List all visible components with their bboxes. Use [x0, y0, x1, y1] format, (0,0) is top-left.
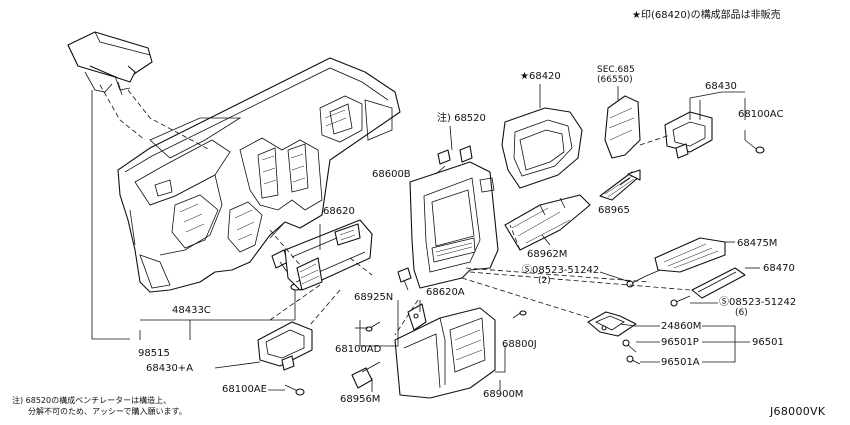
label-68900m: 68900M [483, 389, 524, 400]
screw-08523-lower-part [670, 295, 691, 307]
footer-note-line2: 分解不可のため、アッシーで購入願います。 [28, 407, 187, 416]
screw-08523-upper-part [626, 269, 661, 288]
screw-68800j-part [512, 310, 527, 319]
label-68962m: 68962M [527, 249, 568, 260]
projection-lines [99, 84, 691, 336]
label-96501a: 96501A [661, 357, 700, 368]
label-68965: 68965 [598, 205, 630, 216]
label-68430a: 68430+A [146, 363, 194, 374]
label-08523-lower: Ⓢ08523-51242 [719, 297, 797, 308]
label-96501: 96501 [752, 337, 784, 348]
label-08523-lower-qty: (6) [735, 308, 748, 318]
label-68600b: 68600B [372, 169, 411, 180]
panel-66550-part [604, 95, 641, 159]
footer-note-line1: 注) 68520の構成ベンチレーターは構造上、 [12, 396, 172, 405]
clip-24860m-part [587, 311, 637, 337]
cluster-lid-68620-part [284, 219, 373, 291]
center-bezel-68520-part [409, 145, 499, 289]
diagram-code: J68000VK [770, 405, 826, 418]
label-68420: ★68420 [520, 71, 561, 82]
lower-panel-68900m-part [394, 307, 496, 399]
header-note: ★印(68420)の構成部品は非販売 [632, 10, 781, 21]
label-48433c: 48433C [172, 305, 211, 316]
label-68620: 68620 [323, 206, 355, 217]
label-68475m: 68475M [737, 238, 778, 249]
airbag-module-part [67, 31, 153, 96]
label-68925n: 68925N [354, 292, 394, 303]
label-66550: (66550) [597, 75, 633, 85]
label-68470: 68470 [763, 263, 795, 274]
bolt-68620-part [397, 267, 412, 291]
screw-96501a-part [626, 355, 641, 365]
screw-96501p-part [622, 339, 637, 353]
label-08523-upper-qty: (2) [538, 276, 551, 286]
label-68520: 注) 68520 [437, 113, 486, 124]
bracket-68620a-part [407, 303, 427, 331]
label-68800j: 68800J [502, 339, 537, 350]
label-68100ac: 68100AC [738, 109, 784, 120]
label-08523-upper-text: 08523-51242 [532, 265, 600, 276]
label-96501p: 96501P [661, 337, 699, 348]
label-08523-upper: Ⓢ08523-51242 [522, 265, 600, 276]
tray-68475m-part [654, 237, 726, 273]
label-68430: 68430 [705, 81, 737, 92]
bracket-68965-part [599, 169, 641, 201]
label-68620a: 68620A [426, 287, 465, 298]
leader-lines [91, 84, 760, 392]
clip-68956m-part [351, 361, 381, 389]
label-24860m: 24860M [661, 321, 702, 332]
screw-68925n-part [365, 321, 381, 332]
trim-68470-part [691, 267, 746, 299]
label-08523-lower-text: 08523-51242 [729, 297, 797, 308]
label-68100ae: 68100AE [222, 384, 267, 395]
switch-68430-part [664, 98, 765, 159]
meter-hood-68420-part [501, 107, 583, 189]
instrument-panel-part [117, 57, 401, 293]
label-sec685: SEC.685 [597, 65, 635, 75]
label-68956m: 68956M [340, 394, 381, 405]
switch-68430a-part [257, 321, 313, 396]
label-98515: 98515 [138, 348, 170, 359]
label-68100ad: 68100AD [335, 344, 382, 355]
